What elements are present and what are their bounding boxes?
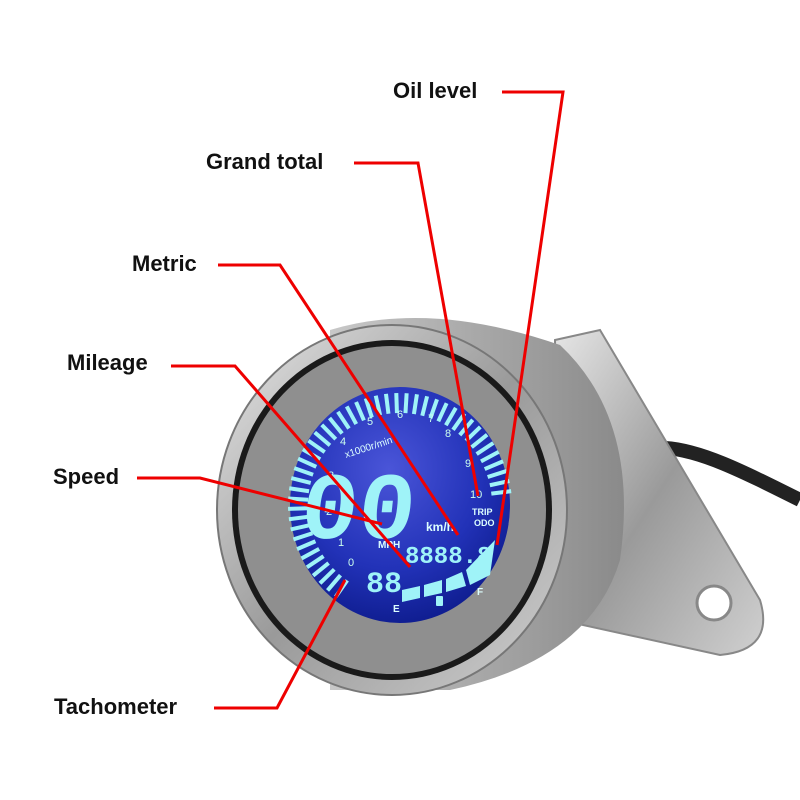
svg-text:6: 6 [397,409,403,421]
callout-label-tachometer: Tachometer [54,694,178,719]
lower-digit-readout: 88 [366,568,402,602]
callout-line-tachometer [214,579,347,710]
svg-text:0: 0 [348,557,354,569]
fuel-level-bar [402,540,495,602]
cable [664,441,800,507]
callout-label-speed: Speed [53,464,120,489]
odo-indicator: ODO [474,518,495,528]
callout-line-oil-level [495,90,565,546]
svg-text:8: 8 [445,428,451,440]
speed-unit-mph: MPH [378,540,400,551]
svg-text:7: 7 [428,413,434,425]
callout-line-mileage [171,364,412,568]
speed-unit-kmh: km/h [426,520,454,534]
speed-readout: 00 [295,459,420,567]
svg-text:10: 10 [470,489,482,501]
fuel-full-label: F [477,587,483,598]
callout-line-grand-total [354,161,480,497]
callout-label-oil-level: Oil level [393,78,478,103]
fuel-pump-icon [436,596,443,606]
svg-text:9: 9 [465,458,471,470]
svg-text:5: 5 [367,416,373,428]
callout-line-metric [218,263,460,536]
svg-text:1: 1 [338,537,344,549]
fuel-empty-label: E [393,604,400,615]
callout-label-grand-total: Grand total [206,149,324,174]
callout-label-mileage: Mileage [67,350,148,375]
callout-line-speed [137,476,383,526]
svg-text:4: 4 [340,436,346,448]
bracket-hole [695,584,733,622]
callout-lines [137,90,565,710]
trip-indicator: TRIP [472,507,493,517]
lcd-screen [290,387,510,623]
callout-label-metric: Metric [132,251,197,276]
